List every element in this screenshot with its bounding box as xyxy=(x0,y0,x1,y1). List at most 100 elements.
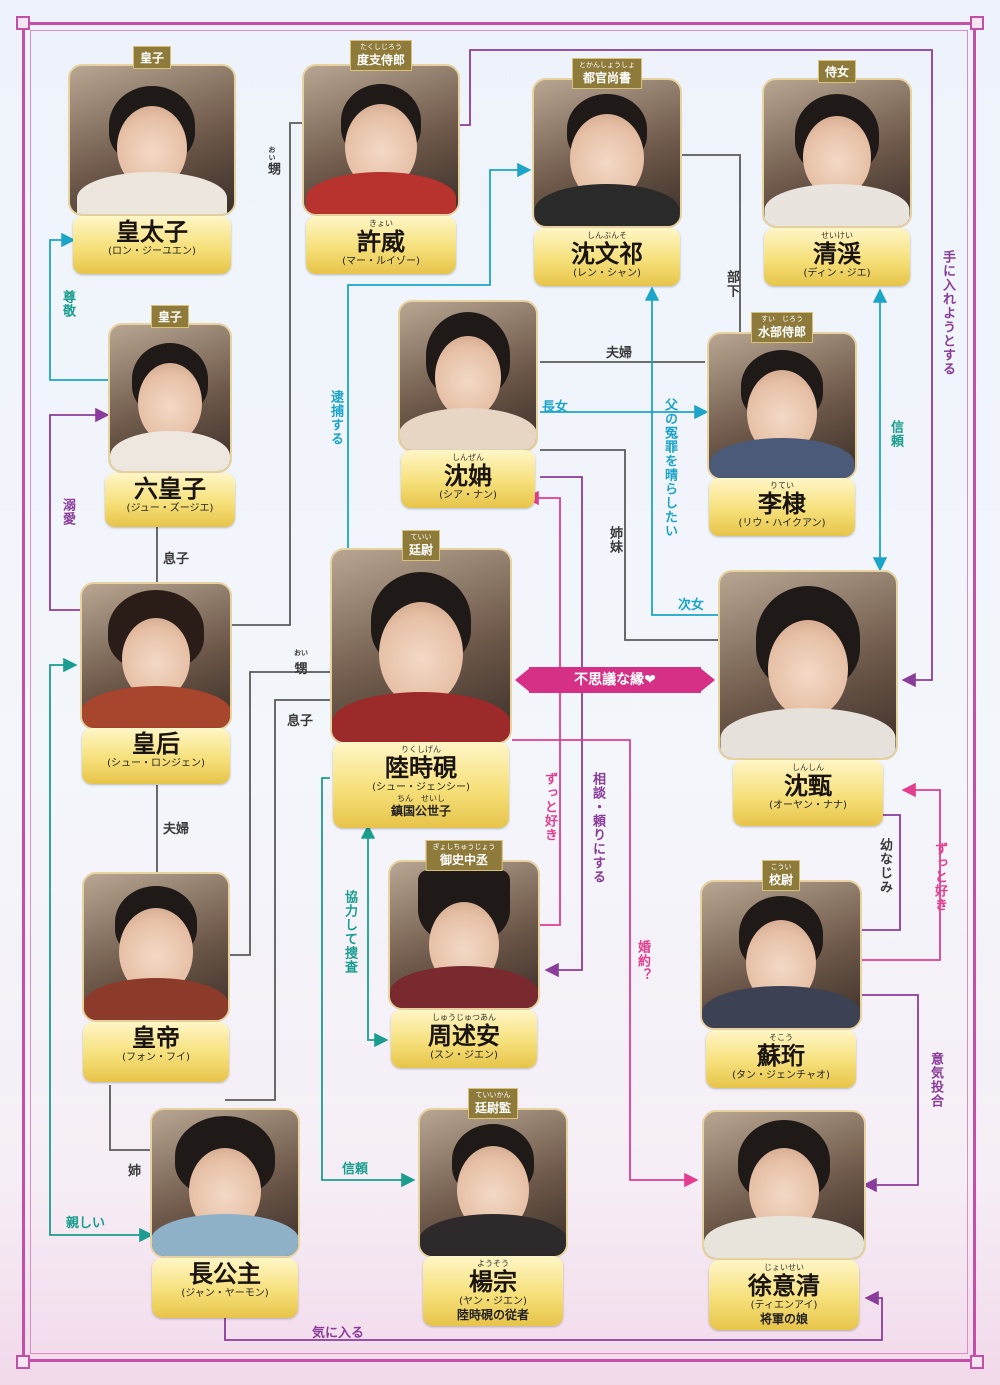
name-plate: せいけい 清渓 (ディン・ジエ) xyxy=(764,228,910,286)
title-tag: たくしじろう度支侍郎 xyxy=(349,40,413,71)
label-oi-1: おい甥 xyxy=(265,146,280,176)
card-chokoshu: 長公主 (ジャン・ヤーモン) xyxy=(150,1108,300,1320)
portrait xyxy=(150,1108,300,1258)
label-ikitogo: 意気投合 xyxy=(928,1052,943,1108)
name-plate: りてい 李棣 (リウ・ハイクアン) xyxy=(709,478,855,536)
label-sonkei: 尊敬 xyxy=(60,290,75,318)
character-name: 楊宗 xyxy=(469,1267,517,1296)
portrait xyxy=(330,548,512,744)
label-ane: 姉 xyxy=(128,1164,142,1179)
title-tag: 皇子 xyxy=(150,305,190,328)
corner-ornament xyxy=(970,16,984,30)
portrait xyxy=(398,300,538,452)
label-jijo: 次女 xyxy=(678,598,705,613)
label-sodan: 相談・頼りにする xyxy=(590,772,605,884)
character-name: 蘇珩 xyxy=(757,1041,805,1070)
label-zuttosuki-1: ずっと好き xyxy=(542,772,557,842)
name-plate: しゅうじゅつあん 周述安 (スン・ジエン) xyxy=(391,1010,537,1068)
card-soko: こうい校尉 そこう 蘇珩 (タン・ジェンチャオ) xyxy=(700,860,862,1090)
character-name: 六皇子 xyxy=(134,474,206,503)
card-yoso: ていいかん廷尉監 ようそう 楊宗 (ヤン・ジエン) 陸時硯の従者 xyxy=(418,1088,568,1328)
character-name: 陸時硯 xyxy=(385,753,457,782)
label-shitashii: 親しい xyxy=(66,1216,106,1231)
portrait xyxy=(702,1110,866,1260)
outer-frame xyxy=(22,22,976,1362)
card-shinzen: しんぜん 沈姌 (シア・ナン) xyxy=(398,300,538,510)
card-joisei: じょいせい 徐意清 (ティエンアイ) 将軍の娘 xyxy=(702,1110,866,1330)
portrait xyxy=(108,323,232,473)
character-name: 皇后 xyxy=(132,729,180,758)
fate-label: 不思議な縁❤ xyxy=(529,667,701,693)
label-kyoryoku: 協力して捜査 xyxy=(342,890,357,974)
name-plate: しんぜん 沈姌 (シア・ナン) xyxy=(401,450,535,508)
actor-name: (フォン・フイ) xyxy=(122,1052,190,1063)
character-name: 沈甄 xyxy=(784,771,832,800)
card-shinbunso: とかんしょうしょ都官尚書 しんぶんそ 沈文祁 (レン・シャン) xyxy=(532,58,682,286)
label-buka: 部下 xyxy=(724,270,739,298)
title-tag: 侍女 xyxy=(817,60,857,83)
corner-ornament xyxy=(16,1355,30,1369)
card-kotaishi: 皇子 皇太子 (ロン・ジーユエン) xyxy=(68,46,236,278)
actor-name: (レン・シャン) xyxy=(573,268,641,279)
title-tag: とかんしょうしょ都官尚書 xyxy=(572,58,642,89)
label-teniresu: 手に入れようとする xyxy=(940,250,955,376)
character-subtitle: 将軍の娘 xyxy=(759,1312,808,1326)
character-subtitle: 鎮国公世子 xyxy=(390,804,451,818)
label-konyaku: 婚約？ xyxy=(635,940,650,982)
title-tag: ていいかん廷尉監 xyxy=(467,1088,519,1119)
name-plate: じょいせい 徐意清 (ティエンアイ) 将軍の娘 xyxy=(709,1260,859,1330)
portrait xyxy=(82,872,230,1022)
actor-name: (シュー・ロンジェン) xyxy=(107,758,205,769)
character-name: 清渓 xyxy=(813,239,861,268)
name-plate: きょい 許威 (マー・ルイゾー) xyxy=(306,216,456,274)
actor-name: (ジャン・ヤーモン) xyxy=(181,1288,269,1299)
name-plate: 六皇子 (ジュー・ズージエ) xyxy=(105,473,235,527)
actor-name: (スン・ジエン) xyxy=(430,1050,498,1061)
name-plate: 皇后 (シュー・ロンジェン) xyxy=(82,728,230,784)
card-ritei: すい じろう水部侍郎 りてい 李棣 (リウ・ハイクアン) xyxy=(707,312,857,536)
character-name: 周述安 xyxy=(428,1021,500,1050)
name-plate: しんぶんそ 沈文祁 (レン・シャン) xyxy=(534,228,680,286)
title-tag: ぎょしちゅうじょう御史中丞 xyxy=(425,840,503,871)
portrait xyxy=(302,64,460,216)
actor-name: (リウ・ハイクアン) xyxy=(738,518,826,529)
label-shinrai-1: 信頼 xyxy=(888,420,903,448)
label-chojo: 長女 xyxy=(542,400,569,415)
name-plate: 長公主 (ジャン・ヤーモン) xyxy=(152,1258,298,1318)
name-plate: りくしげん 陸時硯 (シュー・ジェンシー) ちん せいし 鎮国公世子 xyxy=(333,742,509,828)
card-shinshin: しんしん 沈甄 (オーヤン・ナナ) xyxy=(718,570,898,830)
label-fufu-1: 夫婦 xyxy=(163,822,190,837)
label-shimai: 姉妹 xyxy=(607,526,622,554)
label-shinrai-2: 信頼 xyxy=(342,1162,369,1177)
label-musuko-2: 息子 xyxy=(287,714,314,729)
character-name: 許威 xyxy=(357,227,405,256)
name-plate: 皇帝 (フォン・フイ) xyxy=(83,1022,229,1082)
card-kogo: 皇后 (シュー・ロンジェン) xyxy=(80,582,232,787)
actor-name: (タン・ジェンチャオ) xyxy=(732,1070,830,1081)
title-tag: すい じろう水部侍郎 xyxy=(750,312,814,343)
character-name: 徐意清 xyxy=(748,1271,820,1300)
character-name: 李棣 xyxy=(758,489,806,518)
fate-banner: 不思議な縁❤ xyxy=(515,667,715,693)
actor-name: (シア・ナン) xyxy=(439,490,497,501)
name-plate: しんしん 沈甄 (オーヤン・ナナ) xyxy=(733,760,883,826)
actor-name: (ジュー・ズージエ) xyxy=(126,503,214,514)
portrait xyxy=(418,1108,568,1258)
portrait xyxy=(718,570,898,760)
label-oi-2: おい甥 xyxy=(294,649,308,677)
title-tag: ていい廷尉 xyxy=(401,530,441,561)
actor-name: (オーヤン・ナナ) xyxy=(769,800,847,811)
portrait xyxy=(762,78,912,228)
portrait xyxy=(68,64,236,216)
label-kiniiru: 気に入る xyxy=(312,1326,365,1341)
character-name: 皇帝 xyxy=(132,1023,180,1052)
label-dekiai: 溺愛 xyxy=(60,498,75,526)
character-subtitle: 陸時硯の従者 xyxy=(456,1308,529,1322)
actor-name: (ティエンアイ) xyxy=(750,1300,818,1311)
title-tag: こうい校尉 xyxy=(761,860,801,891)
corner-ornament xyxy=(970,1355,984,1369)
actor-name: (ディン・ジエ) xyxy=(803,268,871,279)
corner-ornament xyxy=(16,16,30,30)
actor-name: (マー・ルイゾー) xyxy=(342,256,420,267)
inner-frame xyxy=(30,30,968,1354)
